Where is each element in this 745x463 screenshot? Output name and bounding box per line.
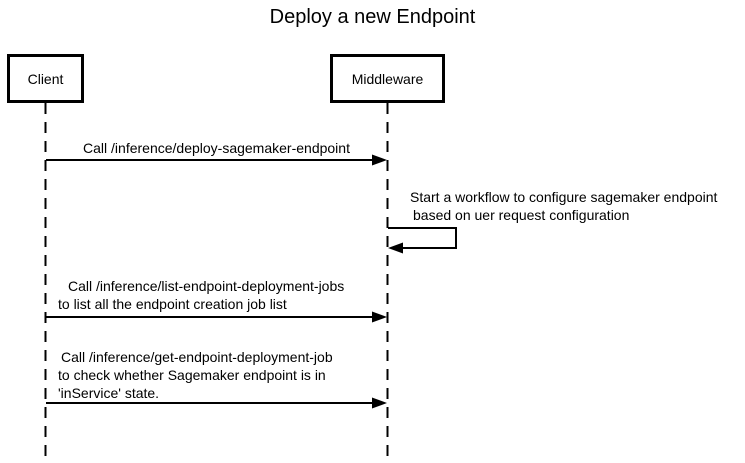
message-1-line-1: Call /inference/deploy-sagemaker-endpoin… — [83, 140, 350, 156]
message-1-label: Call /inference/deploy-sagemaker-endpoin… — [46, 139, 387, 157]
self-message-arrowhead-icon — [388, 242, 403, 254]
actor-label-client: Client — [27, 70, 64, 87]
actor-label-middleware: Middleware — [351, 70, 424, 87]
message-3-line-3: 'inService' state. — [58, 385, 160, 401]
actor-box-client: Client — [7, 54, 84, 103]
self-message-line-1: Start a workflow to configure sagemaker … — [410, 189, 718, 205]
message-2-label: Call /inference/list-endpoint-deployment… — [58, 277, 344, 313]
message-3-label: Call /inference/get-endpoint-deployment-… — [58, 348, 333, 402]
message-3-line-1: Call /inference/get-endpoint-deployment-… — [61, 349, 333, 365]
diagram-title: Deploy a new Endpoint — [269, 6, 476, 28]
self-message-line-2: based on uer request configuration — [413, 207, 630, 223]
message-2-arrowhead-icon — [372, 311, 387, 323]
message-3-line-2: to check whether Sagemaker endpoint is i… — [58, 367, 326, 383]
self-message-loop-line — [388, 227, 457, 249]
message-3-arrowhead-icon — [372, 397, 387, 409]
actor-box-middleware: Middleware — [330, 54, 445, 103]
message-1-arrowhead-icon — [372, 154, 387, 166]
self-message-label: Start a workflow to configure sagemaker … — [410, 188, 717, 224]
message-2-line-2: to list all the endpoint creation job li… — [58, 296, 287, 312]
message-2-line-1: Call /inference/list-endpoint-deployment… — [68, 278, 345, 294]
